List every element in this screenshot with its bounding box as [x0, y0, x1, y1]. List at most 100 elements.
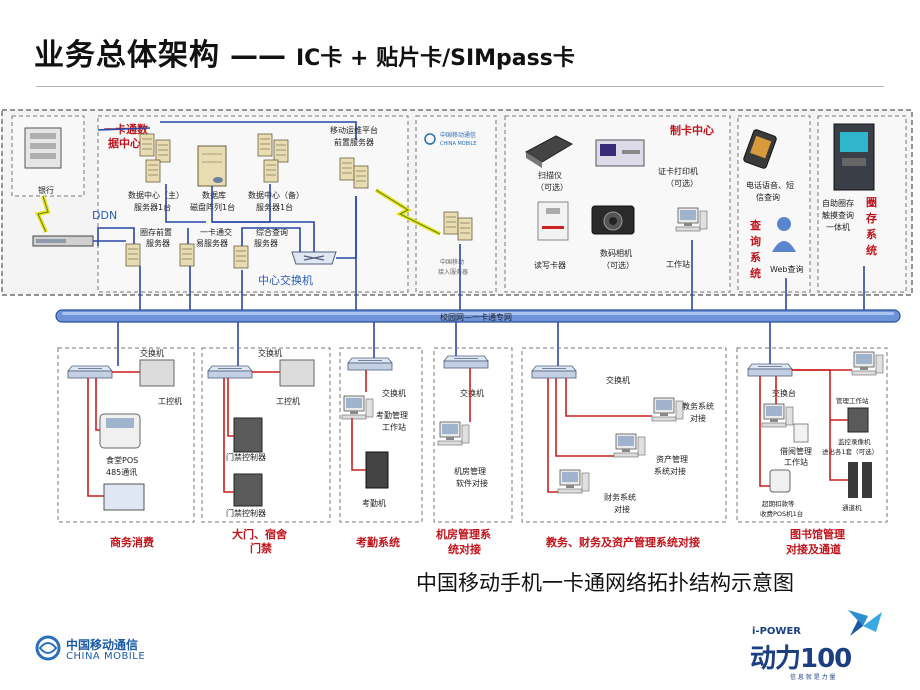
- cmcc-access-server-b: [457, 217, 473, 241]
- gate-ipc: [279, 359, 315, 387]
- badge-printer: [595, 139, 645, 167]
- mobile-platform-server-a: [339, 157, 355, 181]
- room-category-1: 机房管理系: [436, 527, 491, 541]
- room-switch: [443, 355, 489, 369]
- attendance-ws-label-2: 工作站: [382, 422, 406, 432]
- attendance-machine: [365, 451, 389, 489]
- gate-ctrl-label-1: 门禁控制器: [226, 452, 266, 462]
- attendance-category: 考勤系统: [356, 535, 400, 549]
- cmcc-access-label-1: 中国移动: [440, 258, 464, 266]
- library-ws-label: 管理工作站: [836, 396, 869, 405]
- mobile-phone: [743, 129, 777, 169]
- library-camera-recorder: [847, 407, 869, 433]
- china-mobile-en: CHINA MOBILE: [66, 651, 146, 662]
- scanner-label-1: 扫描仪: [538, 170, 562, 180]
- china-mobile-cn: 中国移动通信: [66, 638, 139, 652]
- library-admin-pc: [851, 351, 884, 376]
- card-making-label: 制卡中心: [670, 123, 714, 137]
- mobile-platform-server-b: [353, 165, 369, 189]
- academic-switch-label: 交换机: [606, 375, 630, 385]
- gate-controller-1: [233, 417, 263, 453]
- finance-pc: [557, 469, 590, 494]
- query-system-char-1: 查: [750, 218, 761, 232]
- pos-label-2: 485通讯: [106, 467, 137, 477]
- library-camera-label-2: 进出各1套（可选）: [822, 447, 878, 456]
- commerce-switch-label: 交换机: [140, 348, 164, 358]
- circle-system-char-2: 存: [866, 211, 877, 225]
- library-pos: [769, 469, 791, 493]
- mobile-platform-label-2: 前置服务器: [334, 137, 374, 147]
- gate-category-2: 门禁: [250, 541, 272, 555]
- room-sw-label-1: 机房管理: [454, 466, 486, 476]
- query-system-char-4: 统: [750, 266, 761, 280]
- library-pos-label-2: 收费POS机1台: [760, 509, 803, 518]
- data-main-server-a: [139, 133, 155, 157]
- web-query-label: Web查询: [770, 264, 803, 274]
- data-main-label-2: 服务器1台: [134, 202, 171, 212]
- query-system-char-3: 系: [750, 250, 761, 264]
- data-main-label-1: 数据中心（主）: [128, 190, 184, 200]
- gate-controller-2: [233, 473, 263, 507]
- data-backup-server-c: [263, 159, 279, 183]
- ipower-main: 动力100: [750, 644, 852, 674]
- finance-label-1: 财务系统: [604, 492, 636, 502]
- title-dash: ——: [230, 39, 286, 72]
- pos-label-1: 食堂POS: [106, 455, 138, 465]
- library-channel-gate: [848, 462, 872, 498]
- attendance-pc: [341, 395, 374, 420]
- data-main-server-c: [145, 159, 161, 183]
- query-system-char-2: 询: [750, 234, 761, 248]
- room-category-2: 统对接: [448, 542, 481, 556]
- central-switch: [291, 251, 337, 265]
- card-exchange-label-1: 一卡通交: [200, 227, 232, 237]
- library-category-2: 对接及通道: [786, 542, 841, 556]
- asset-label-1: 资产管理: [656, 454, 688, 464]
- ipower-slogan: 信 息 就 是 力 量: [790, 674, 836, 681]
- library-channel-label: 通道机: [842, 503, 862, 512]
- academic-switch: [531, 365, 577, 379]
- data-main-server-b: [155, 139, 171, 163]
- circle-front-label-2: 服务器: [146, 238, 170, 248]
- workstation-label: 工作站: [666, 259, 690, 269]
- commerce-switch: [67, 365, 113, 379]
- library-borrow-label-1: 借阅管理: [780, 446, 812, 456]
- kiosk-label-3: 一体机: [826, 222, 850, 232]
- library-borrow-label-2: 工作站: [784, 457, 808, 467]
- db-array: [197, 145, 227, 187]
- library-pos-label-1: 超期扣款等: [762, 499, 795, 508]
- gate-category-1: 大门、宿舍: [232, 527, 288, 541]
- cmcc-en: CHINA MOBILE: [440, 141, 477, 147]
- scanner-label-2: （可选）: [536, 182, 568, 192]
- gate-switch: [207, 365, 253, 379]
- academic-category: 教务、财务及资产管理系统对接: [545, 535, 700, 549]
- library-switch-label: 交换台: [772, 388, 796, 398]
- ipower-logo: i-POWER 动力100 信 息 就 是 力 量: [748, 606, 898, 686]
- bank-label: 银行: [38, 185, 54, 195]
- card-reader: [537, 201, 569, 241]
- room-pc: [437, 421, 470, 446]
- title-divider: [36, 86, 884, 87]
- bank-server: [24, 127, 62, 169]
- web-user-icon: [772, 217, 796, 252]
- digital-camera: [591, 205, 635, 235]
- backbone-pipe: [55, 309, 901, 323]
- query-server: [233, 245, 249, 269]
- commerce-category: 商务消费: [110, 535, 154, 549]
- finance-label-2: 对接: [614, 504, 630, 514]
- attendance-ws-label-1: 考勤管理: [376, 410, 408, 420]
- camera-label-1: 数码相机: [600, 248, 632, 258]
- card-center-label-2: 据中心: [108, 136, 141, 150]
- phone-query-label-1: 电话语音、短: [746, 180, 794, 190]
- circle-front-label-1: 圈存前置: [140, 227, 172, 237]
- attendance-switch: [347, 357, 393, 371]
- asset-label-2: 系统对接: [654, 466, 686, 476]
- kiosk-terminal: [833, 123, 875, 191]
- library-camera-label-1: 监控录像机: [838, 437, 871, 446]
- cmcc-access-label-2: 接入服务器: [438, 268, 468, 276]
- title-main: 业务总体架构: [34, 38, 220, 73]
- kiosk-label-2: 触摸查询: [822, 210, 854, 220]
- central-switch-label: 中心交换机: [258, 273, 313, 287]
- gate-ipc-label: 工控机: [276, 396, 300, 406]
- asset-pc: [613, 433, 646, 458]
